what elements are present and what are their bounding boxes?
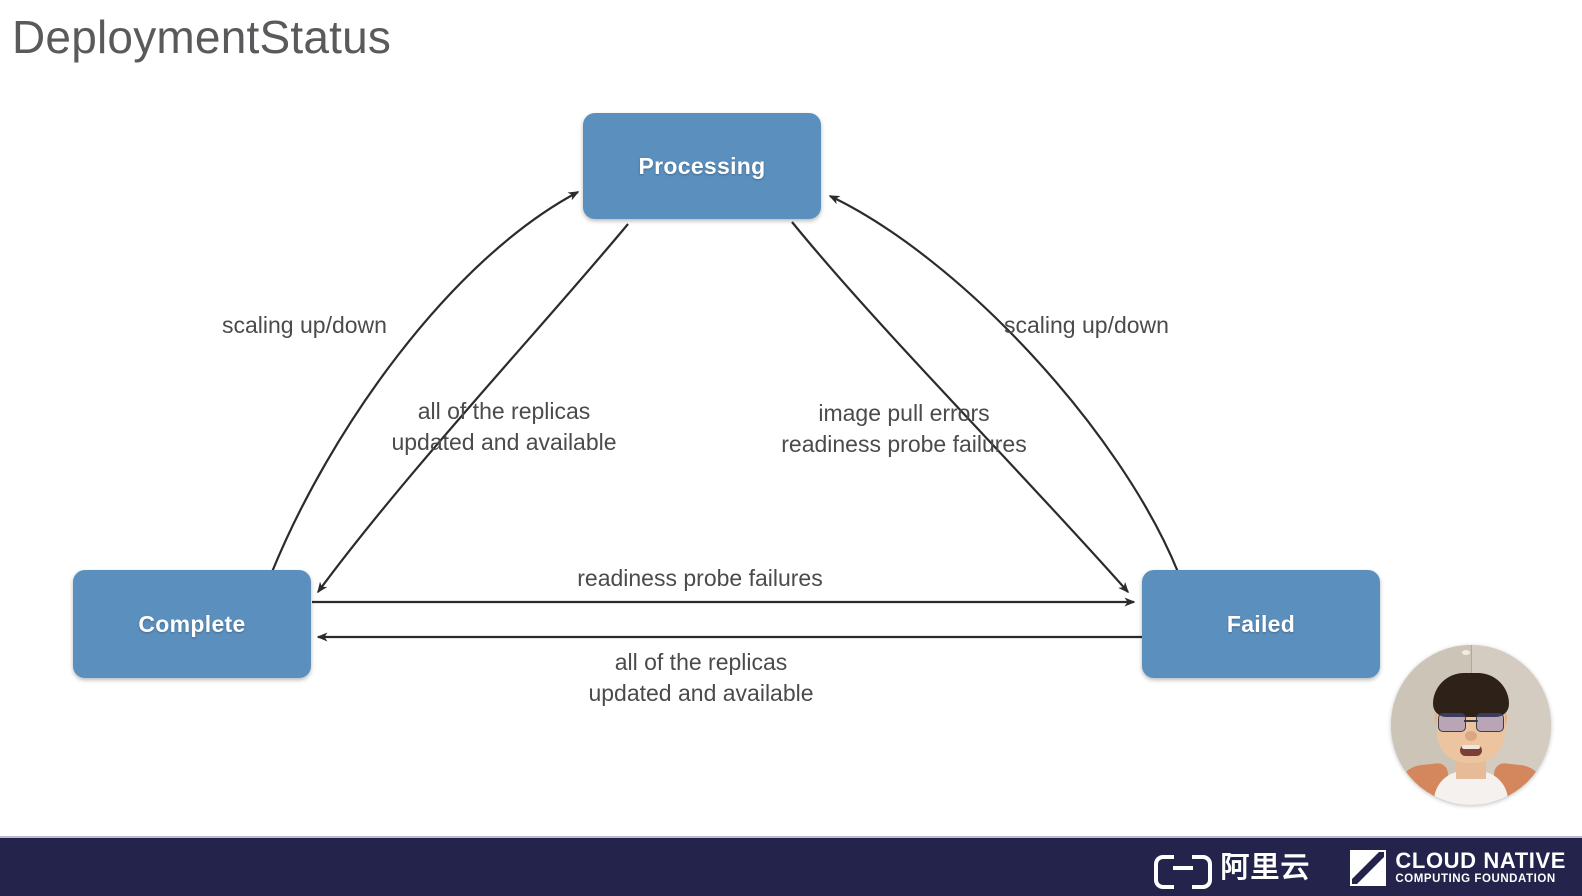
state-node-label: Processing: [638, 152, 766, 179]
diagram-canvas: [270, 191, 1180, 642]
cncf-wordmark-line2: COMPUTING FOUNDATION: [1395, 873, 1556, 886]
alibaba-cloud-mark-icon: [1154, 855, 1213, 889]
cncf-mark-icon: [1350, 850, 1387, 886]
presenter-glasses: [1438, 713, 1504, 732]
presenter-hair: [1433, 673, 1509, 717]
edge-processing-to-complete: [317, 223, 629, 594]
presenter-webcam-overlay[interactable]: [1391, 645, 1551, 805]
cncf-triangle-lower-icon: [1357, 857, 1385, 884]
presenter-mouth: [1460, 745, 1482, 756]
state-node-label: Failed: [1226, 610, 1296, 637]
alibaba-cloud-logo: 阿里云: [1154, 851, 1311, 889]
edge-failed-to-processing: [828, 195, 1180, 573]
state-node-complete[interactable]: Complete: [73, 570, 311, 678]
alibaba-bracket-right-icon: [1192, 855, 1213, 889]
cncf-logo: CLOUD NATIVE COMPUTING FOUNDATION: [1350, 850, 1566, 886]
alibaba-bracket-left-icon: [1154, 855, 1175, 889]
glasses-bridge: [1464, 720, 1478, 722]
state-node-failed[interactable]: Failed: [1142, 570, 1380, 678]
webcam-ceiling-light: [1462, 650, 1470, 655]
cncf-wordmark-line1: CLOUD NATIVE: [1395, 848, 1566, 874]
glasses-lens-right: [1476, 713, 1504, 732]
presenter-teeth: [1462, 745, 1480, 749]
presenter-nose: [1465, 731, 1477, 741]
alibaba-cloud-wordmark: 阿里云: [1220, 851, 1311, 884]
state-node-label: Complete: [138, 610, 246, 637]
state-node-processing[interactable]: Processing: [583, 113, 821, 219]
edge-processing-to-failed: [791, 221, 1129, 594]
page-title: DeploymentStatus: [12, 11, 392, 63]
footer-bar: 阿里云 CLOUD NATIVE COMPUTING FOUNDATION: [0, 836, 1582, 896]
alibaba-dash-icon: [1173, 866, 1194, 870]
glasses-lens-left: [1438, 713, 1466, 732]
cncf-wordmark: CLOUD NATIVE COMPUTING FOUNDATION: [1395, 850, 1566, 886]
edge-complete-to-processing: [270, 191, 580, 573]
